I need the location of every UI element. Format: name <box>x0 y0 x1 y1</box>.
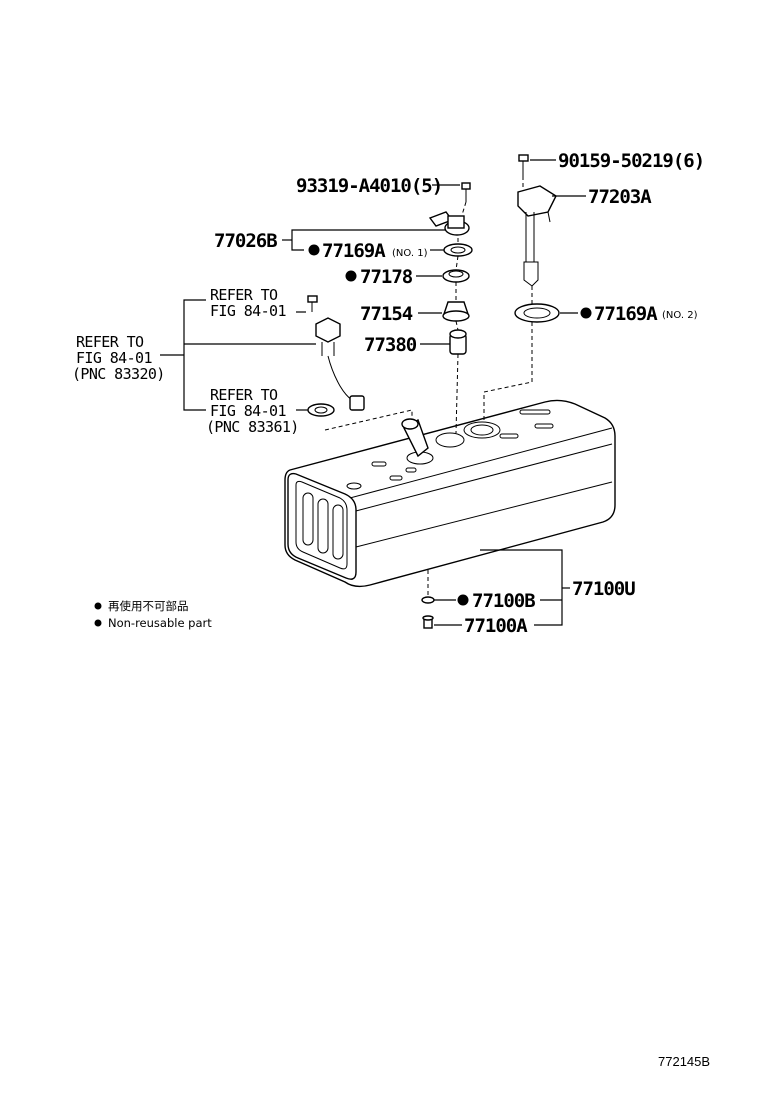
assembly-dashed-lines <box>324 176 533 596</box>
label-77100b: 77100B <box>472 590 535 612</box>
label-77100u: 77100U <box>572 578 635 600</box>
ref3-line3: (PNC 83361) <box>206 418 299 436</box>
legend-dot-jp <box>94 602 102 610</box>
gasket-77169a-no1-icon <box>443 243 473 257</box>
ref2-line1: REFER TO <box>76 333 144 351</box>
fuel-gauge-sender-77203a-icon <box>517 185 557 287</box>
non-reusable-dot-77100b <box>457 594 469 606</box>
legend-en: Non-reusable part <box>108 616 212 630</box>
label-77154: 77154 <box>360 303 413 325</box>
ref2-line3: (PNC 83320) <box>72 365 165 383</box>
bolt-90159-icon <box>518 154 529 176</box>
fuel-tank-illustration <box>284 399 616 588</box>
gasket-77169a-no2-icon <box>514 303 560 323</box>
fuel-pump-sender-icon <box>307 295 365 411</box>
non-reusable-dot-77169a-no1 <box>308 244 320 256</box>
label-77178: 77178 <box>360 266 413 288</box>
ring-77178-icon <box>442 269 470 283</box>
ref1-line2: FIG 84-01 <box>210 302 286 320</box>
valve-77380-icon <box>449 329 467 355</box>
label-77026b: 77026B <box>214 230 277 252</box>
ref3-line2: FIG 84-01 <box>210 402 286 420</box>
legend-jp: 再使用不可部品 <box>108 599 189 613</box>
label-77169a-no2: 77169A <box>594 303 658 325</box>
ref1-line1: REFER TO <box>210 286 278 304</box>
label-77169a-no1: 77169A <box>322 240 386 262</box>
drain-plug-77100a-icon <box>422 615 434 629</box>
label-no2: (NO. 2) <box>662 310 698 321</box>
figure-code: 772145B <box>658 1054 710 1069</box>
gasket-83361-icon <box>307 403 335 417</box>
non-reusable-dot-77169a-no2 <box>580 307 592 319</box>
non-reusable-dot-77178 <box>345 270 357 282</box>
label-90159: 90159-50219(6) <box>558 150 704 172</box>
ref3-line1: REFER TO <box>210 386 278 404</box>
ref2-line2: FIG 84-01 <box>76 349 152 367</box>
label-77380: 77380 <box>364 334 417 356</box>
legend-dot-en <box>94 619 102 627</box>
label-77203a: 77203A <box>588 186 652 208</box>
label-77100a: 77100A <box>464 615 528 637</box>
cap-77154-icon <box>442 301 470 322</box>
drain-gasket-77100b-icon <box>421 596 435 604</box>
leader-lines <box>160 159 586 626</box>
bolt-93319-icon <box>461 182 471 202</box>
label-no1: (NO. 1) <box>392 248 428 259</box>
vent-tube-77026b-icon <box>428 211 470 236</box>
label-93319: 93319-A4010(5) <box>296 175 442 197</box>
